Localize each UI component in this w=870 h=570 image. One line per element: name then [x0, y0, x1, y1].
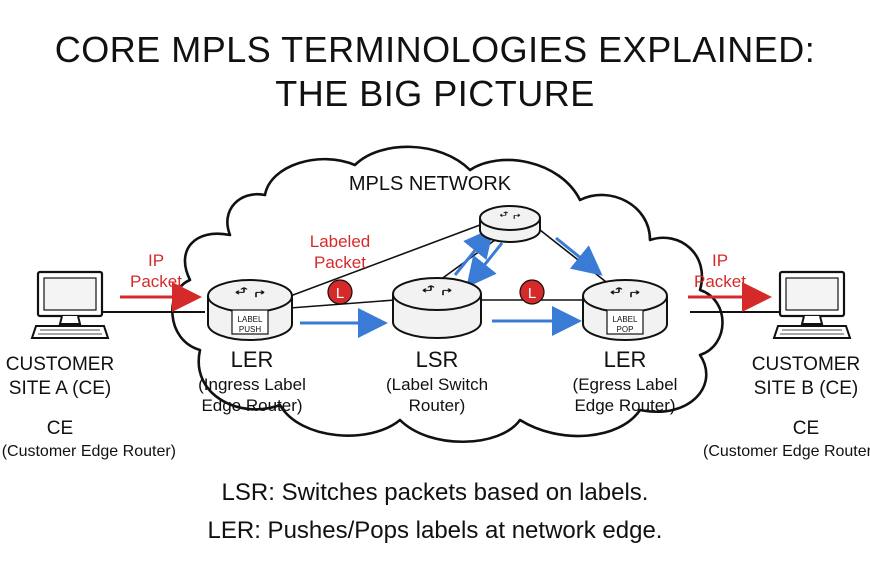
router-top-icon — [479, 205, 541, 243]
label-arrow-up — [453, 227, 494, 276]
lsr-desc-2: Router) — [409, 396, 466, 415]
site-b-ce-desc: (Customer Edge Router) — [703, 443, 870, 460]
egress-ler-desc-2: Edge Router) — [574, 396, 675, 415]
router-egress-icon — [582, 279, 668, 341]
ip-packet-right-line1: IP — [712, 251, 728, 270]
site-b-ce: CE — [793, 418, 819, 439]
label-badge-text: L — [336, 285, 344, 302]
labeled-packet-line2: Packet — [314, 253, 366, 272]
network-label: MPLS NETWORK — [349, 173, 512, 195]
egress-ler-desc-1: (Egress Label — [573, 375, 678, 394]
title-line-2: THE BIG PICTURE — [275, 73, 595, 114]
egress-ler-name: LER — [604, 347, 647, 372]
label-arrow-down — [466, 242, 504, 288]
site-a-ce-desc: (Customer Edge Router) — [2, 443, 176, 460]
site-b-line1: CUSTOMER — [752, 354, 860, 375]
router-ingress-icon — [207, 279, 293, 341]
ip-packet-left-line2: Packet — [130, 272, 182, 291]
ingress-ler-name: LER — [231, 347, 274, 372]
link-ingress-to-top — [284, 224, 481, 299]
footer-line-2: LER: Pushes/Pops labels at network edge. — [208, 517, 663, 544]
computer-site-b-icon — [772, 270, 852, 339]
label-badge-2-text: L — [528, 285, 536, 302]
link-top-to-egress — [539, 229, 611, 286]
egress-router-label-2: POP — [617, 325, 634, 334]
site-b-line2: SITE B (CE) — [754, 378, 859, 399]
label-badge-2: L — [519, 279, 545, 305]
computer-site-a-icon — [30, 270, 110, 339]
ingress-ler-desc-2: Edge Router) — [201, 396, 302, 415]
site-a-line2: SITE A (CE) — [9, 378, 111, 399]
labeled-packet-line1: Labeled — [310, 232, 371, 251]
lsr-name: LSR — [416, 347, 459, 372]
label-badge: L — [327, 279, 353, 305]
site-a-line1: CUSTOMER — [6, 354, 114, 375]
title-line-1: CORE MPLS TERMINOLOGIES EXPLAINED: — [55, 29, 816, 70]
egress-router-label-1: LABEL — [613, 315, 638, 324]
router-lsr-icon — [392, 277, 482, 339]
label-arrow-to-egress — [555, 236, 603, 276]
ingress-router-label-1: LABEL — [238, 315, 263, 324]
ingress-router-label-2: PUSH — [239, 325, 261, 334]
ingress-ler-desc-1: (Ingress Label — [198, 375, 306, 394]
site-a-ce: CE — [47, 418, 73, 439]
footer-line-1: LSR: Switches packets based on labels. — [222, 479, 649, 506]
lsr-desc-1: (Label Switch — [386, 375, 488, 394]
mpls-cloud — [171, 145, 724, 443]
ip-packet-left-line1: IP — [148, 251, 164, 270]
ip-packet-right-line2: Packet — [694, 272, 746, 291]
